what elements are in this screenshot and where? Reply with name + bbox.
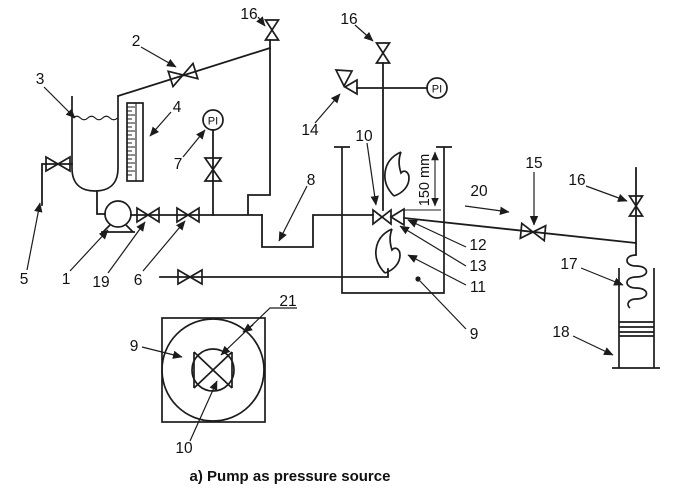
topview-nozzle-cross: [193, 351, 233, 389]
label-21: 21: [279, 293, 296, 310]
tank-assembly: [71, 96, 144, 233]
leader-topview-9: [141, 346, 183, 359]
pressure-gauges: PI PI: [202, 77, 448, 131]
pi-gauge-middle-label: PI: [432, 84, 442, 96]
pilot-pipe: [159, 268, 389, 278]
figure-caption: a) Pump as pressure source: [190, 468, 391, 485]
label-10: 10: [355, 128, 373, 145]
label-9: 9: [470, 326, 479, 343]
leader-4: [149, 111, 172, 137]
vent-valve-16c-icon: [627, 195, 645, 217]
pi-gauge-left-label: PI: [208, 116, 218, 128]
label-16b: 16: [340, 11, 357, 28]
valve-5-icon: [45, 155, 71, 173]
label-18: 18: [552, 324, 569, 341]
chamber-walls: [341, 147, 445, 294]
piping-lines: [41, 39, 637, 278]
flame-upper-icon: [383, 151, 410, 197]
topview-outer-circle: [161, 318, 265, 422]
outlet-line-20: [403, 217, 637, 244]
leader-19: [107, 221, 146, 274]
valve-6-icon: [176, 206, 200, 224]
pilot-valve-icon: [177, 268, 203, 286]
label-6: 6: [134, 272, 143, 289]
leader-16a: [256, 16, 266, 27]
label-7: 7: [174, 156, 183, 173]
flow-arrow-20: [464, 205, 510, 215]
leader-9-chamber: [419, 280, 467, 330]
label-15: 15: [525, 155, 542, 172]
leader-7: [182, 129, 206, 158]
label-8: 8: [307, 172, 316, 189]
leader-5: [26, 202, 43, 271]
leader-10: [366, 142, 379, 206]
leader-14: [314, 93, 341, 124]
label-16c: 16: [568, 172, 585, 189]
leader-12: [407, 219, 467, 248]
label-topview-9: 9: [130, 338, 139, 355]
label-16a: 16: [240, 6, 257, 23]
leader-13: [399, 225, 467, 267]
pi-gauge-left-icon: [202, 109, 224, 131]
liquid-level-wave: [72, 115, 118, 121]
leader-16c: [585, 185, 628, 202]
label-20: 20: [470, 183, 488, 200]
vent-valve-16b-icon: [374, 42, 392, 64]
label-4: 4: [173, 99, 182, 116]
label-13: 13: [469, 258, 486, 275]
label-14: 14: [301, 122, 319, 139]
valve-2-icon: [166, 61, 200, 89]
label-5: 5: [20, 271, 29, 288]
valve-15-icon: [519, 221, 547, 243]
leader-lines: [26, 16, 628, 442]
leader-17: [580, 267, 624, 286]
vessel-graduations: [619, 321, 654, 337]
nozzle-valve-icon: [372, 208, 392, 226]
label-19: 19: [92, 274, 109, 291]
label-topview-10: 10: [175, 440, 193, 457]
label-12: 12: [469, 237, 486, 254]
leader-11: [407, 254, 467, 286]
number-labels: 1 2 3 4 5 6 7 8 9 10 11 12 13 14 15 16 1…: [20, 6, 586, 457]
nozzle-cone-icon: [389, 207, 405, 227]
label-3: 3: [36, 71, 45, 88]
chamber-top-view: [161, 317, 266, 423]
valves: [45, 19, 645, 286]
vent-valve-14-icon: [334, 69, 358, 96]
label-17: 17: [560, 256, 577, 273]
riser-pipe: [247, 39, 271, 215]
leader-2: [140, 46, 177, 68]
label-11: 11: [470, 279, 486, 296]
label-2: 2: [132, 33, 141, 50]
valve-19-icon: [136, 206, 160, 224]
recirculation-pipe: [116, 46, 272, 98]
leader-18: [572, 335, 614, 356]
leader-21-mid-arrow: [242, 323, 254, 333]
leader-21: [220, 307, 297, 356]
condenser-assembly: [612, 254, 660, 369]
combustion-chamber: 150 mm: [334, 146, 452, 294]
leader-8: [278, 185, 308, 242]
cooling-coil-icon: [626, 254, 648, 309]
leader-6: [142, 220, 186, 272]
label-1: 1: [62, 271, 71, 288]
pipe-dip: [261, 214, 374, 248]
leader-1: [69, 229, 109, 272]
pump-icon: [101, 200, 135, 233]
level-gauge: [126, 102, 144, 182]
dimension-label: 150 mm: [417, 154, 433, 206]
leader-3: [43, 86, 76, 119]
pi-gauge-middle-icon: [426, 77, 448, 99]
tank-shell: [71, 96, 119, 192]
pump-suction-pipe: [96, 190, 106, 215]
leader-topview-10: [189, 380, 218, 442]
leader-16b: [354, 24, 374, 42]
vent-valve-16a-icon: [263, 19, 281, 41]
flame-height-dimension: 150 mm: [404, 151, 441, 211]
leader-9-dot: [415, 276, 421, 282]
flame-lower-icon: [374, 228, 401, 274]
valve-7-icon: [203, 157, 223, 182]
